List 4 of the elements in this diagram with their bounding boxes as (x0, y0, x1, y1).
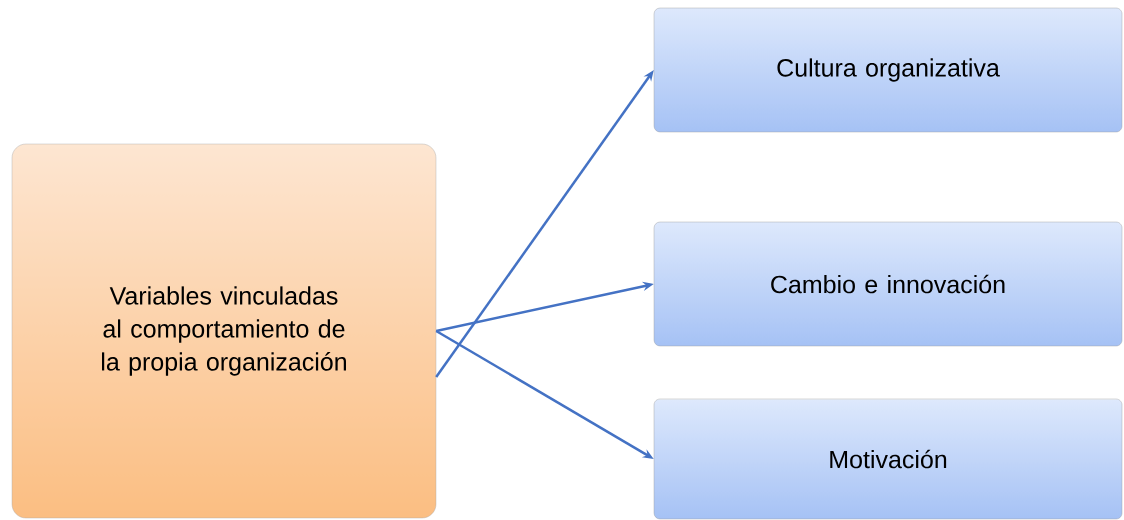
target-box: Cambio e innovación (653, 221, 1123, 347)
target-box: Motivación (653, 398, 1123, 520)
target-box: Cultura organizativa (653, 7, 1123, 133)
source-box: Variables vinculadas al comportamiento de la propia organización (11, 143, 437, 519)
